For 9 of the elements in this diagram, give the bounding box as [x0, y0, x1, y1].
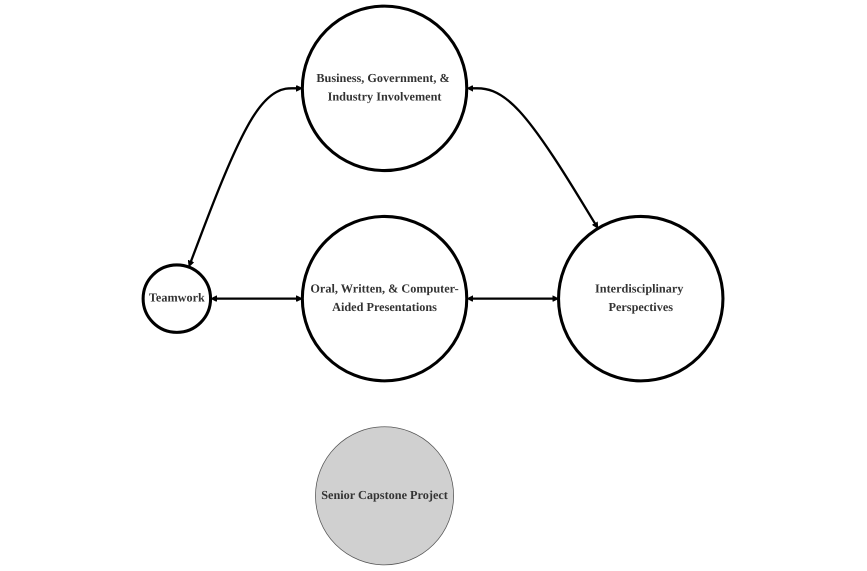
arrow: [467, 295, 560, 302]
arrow: [188, 84, 304, 268]
arrow: [467, 84, 599, 229]
node-circle: Teamwork: [142, 263, 213, 334]
node-circle: Senior Capstone Project: [316, 426, 454, 566]
arrow: [211, 295, 304, 302]
node-circle: Business, Government, & Industry Involvement: [301, 4, 469, 172]
node-circle: Oral, Written, & Computer-Aided Presentations: [301, 214, 469, 382]
node-circle: Interdisciplinary Perspectives: [557, 214, 725, 382]
